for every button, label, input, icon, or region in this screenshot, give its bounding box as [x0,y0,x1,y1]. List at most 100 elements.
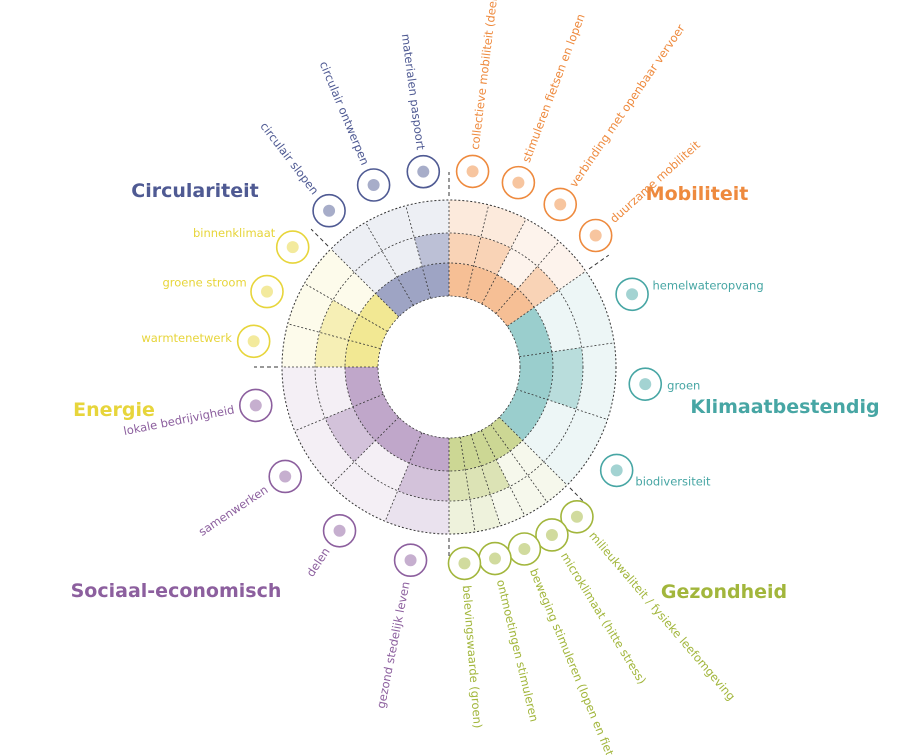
ring-cell [469,494,501,532]
item-divider [519,342,615,358]
ring-cell [348,315,388,349]
item-divider [365,222,414,306]
ring-cell [481,459,510,495]
ring-cell [543,409,608,486]
ring-cell [352,394,399,441]
recycle-house-icon-glyph [323,204,336,217]
item-divider [330,248,400,318]
indoor-climate-icon-glyph [286,241,299,254]
category-divider [310,228,329,247]
movement-icon-glyph [518,543,531,556]
bicycle-leaf-icon-glyph [589,229,602,242]
ring-outline [344,262,554,472]
ring-cell [409,432,449,471]
item-divider [330,416,400,486]
ring-cell [282,367,326,431]
ring-cell [460,434,482,470]
item-label: circulair slopen [257,119,321,197]
ring-cell [465,465,491,500]
ring-cell [385,490,449,534]
item-divider [490,424,548,503]
ring-cell [509,475,548,516]
design-tools-icon-glyph [367,178,380,191]
green-building-icon-glyph [639,378,652,391]
item-divider [304,283,388,332]
ring-cell [507,307,552,357]
healthy-city-icon-glyph [404,554,417,567]
ring-cell [414,233,449,267]
ring-cell [282,323,320,367]
park-bench-icon-glyph [458,557,471,570]
ring-cell [449,499,476,534]
ring-cell [497,248,538,289]
category-divider [569,487,588,506]
ring-cell [534,290,582,352]
ring-cell [330,461,398,522]
category-title-mobility: Mobiliteit [646,183,749,205]
ring-cell [499,389,548,441]
item-divider [480,430,526,516]
ring-cell [375,417,422,464]
ring-cell [287,283,333,333]
item-divider [287,323,381,350]
item-divider [459,437,476,533]
ring-cell [510,440,544,476]
wind-solar-icon-glyph [260,285,273,298]
item-divider [405,205,432,299]
meeting-people-icon-glyph [488,552,501,565]
ring-cell [294,418,355,486]
item-divider [294,393,384,432]
heat-stress-icon-glyph [545,528,558,541]
ring-cell [481,424,511,460]
item-label: circulair ontwerpen [317,59,372,167]
ring-cell [422,263,449,299]
shared-car-bike-icon-glyph [466,165,479,178]
category-divider [588,254,610,270]
item-label: binnenklimaat [193,226,276,240]
ring-cell [527,461,568,503]
item-divider [465,204,490,299]
item-divider [384,432,423,522]
cycling-walking-icon-glyph [512,176,525,189]
ring-cell [382,237,423,277]
material-passport-icon-glyph [417,165,430,178]
item-label: biodiversiteit [635,474,711,488]
heat-network-icon-glyph [247,335,260,348]
item-label: ontmoetingen stimuleren [494,578,542,723]
wheel-center [379,297,519,437]
item-label: groene stroom [163,276,247,290]
ring-cell [354,250,397,294]
ring-cell [449,263,474,299]
bus-icon-glyph [554,198,567,211]
ring-cell [473,236,511,275]
segment-health [449,417,568,534]
item-divider [516,388,608,420]
item-label: hemelwateropvang [653,279,764,293]
segment-climate [499,271,616,486]
ring-outline [281,199,617,535]
item-label: belevingswaarde (groen) [460,585,485,729]
ring-cell [496,451,528,487]
ring-cell [345,367,384,407]
category-title-energy: Energie [73,399,155,421]
ring-cell [345,340,381,367]
segment-social [282,367,449,534]
sharing-icon-glyph [333,524,346,537]
category-title-social: Sociaal-economisch [71,580,282,602]
category-title-climate: Klimaatbestendig [690,396,879,418]
ring-cell [449,233,481,266]
biodiversity-icon-glyph [610,464,623,477]
ring-cell [397,266,431,306]
item-label: collectieve mobiliteit (deelauto's en fi… [468,0,512,150]
item-label: delen [303,545,332,579]
ring-cell [465,265,498,305]
item-divider [495,241,560,314]
segment-energy [282,248,399,367]
item-divider [498,416,568,486]
ring-cell [517,266,559,308]
ring-outline [377,295,521,439]
ring-cell [516,351,553,400]
ring-cell [495,288,535,327]
rain-cloud-icon-glyph [626,288,639,301]
